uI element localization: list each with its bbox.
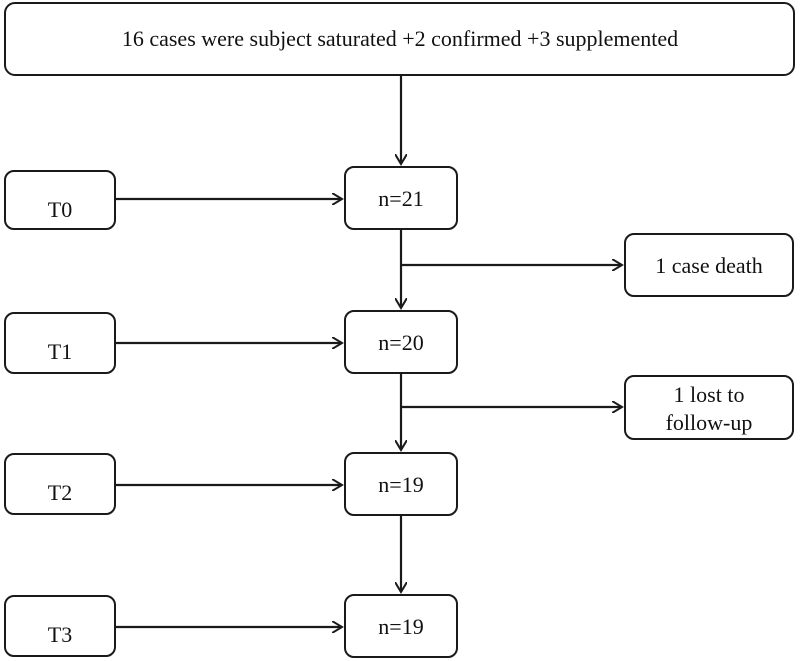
timepoint-label-node-t2: T2 xyxy=(4,453,116,515)
count-node-t0: n=21 xyxy=(344,166,458,230)
exclusion-lost-line-2: follow-up xyxy=(666,410,753,435)
timepoint-label-node-t3: T3 xyxy=(4,595,116,657)
timepoint-label-t2: T2 xyxy=(48,480,72,505)
count-label-t0: n=21 xyxy=(378,186,423,211)
timepoint-label-t3: T3 xyxy=(48,622,72,647)
count-node-t3: n=19 xyxy=(344,594,458,658)
count-label-t3: n=19 xyxy=(378,614,423,639)
count-label-t1: n=20 xyxy=(378,330,423,355)
timepoint-label-node-t1: T1 xyxy=(4,312,116,374)
count-node-t1: n=20 xyxy=(344,310,458,374)
header-node: 16 cases were subject saturated +2 confi… xyxy=(4,2,795,76)
timepoint-label-t0: T0 xyxy=(48,197,72,222)
count-node-t2: n=19 xyxy=(344,452,458,516)
exclusion-node-death: 1 case death xyxy=(624,233,794,297)
header-text: 16 cases were subject saturated +2 confi… xyxy=(122,26,678,51)
exclusion-lost-line-1: 1 lost to xyxy=(674,382,745,407)
exclusion-death-line-1: 1 case death xyxy=(655,253,763,278)
timepoint-label-t1: T1 xyxy=(48,339,72,364)
count-label-t2: n=19 xyxy=(378,472,423,497)
timepoint-label-node-t0: T0 xyxy=(4,170,116,230)
exclusion-node-lost: 1 lost to follow-up xyxy=(624,375,794,440)
